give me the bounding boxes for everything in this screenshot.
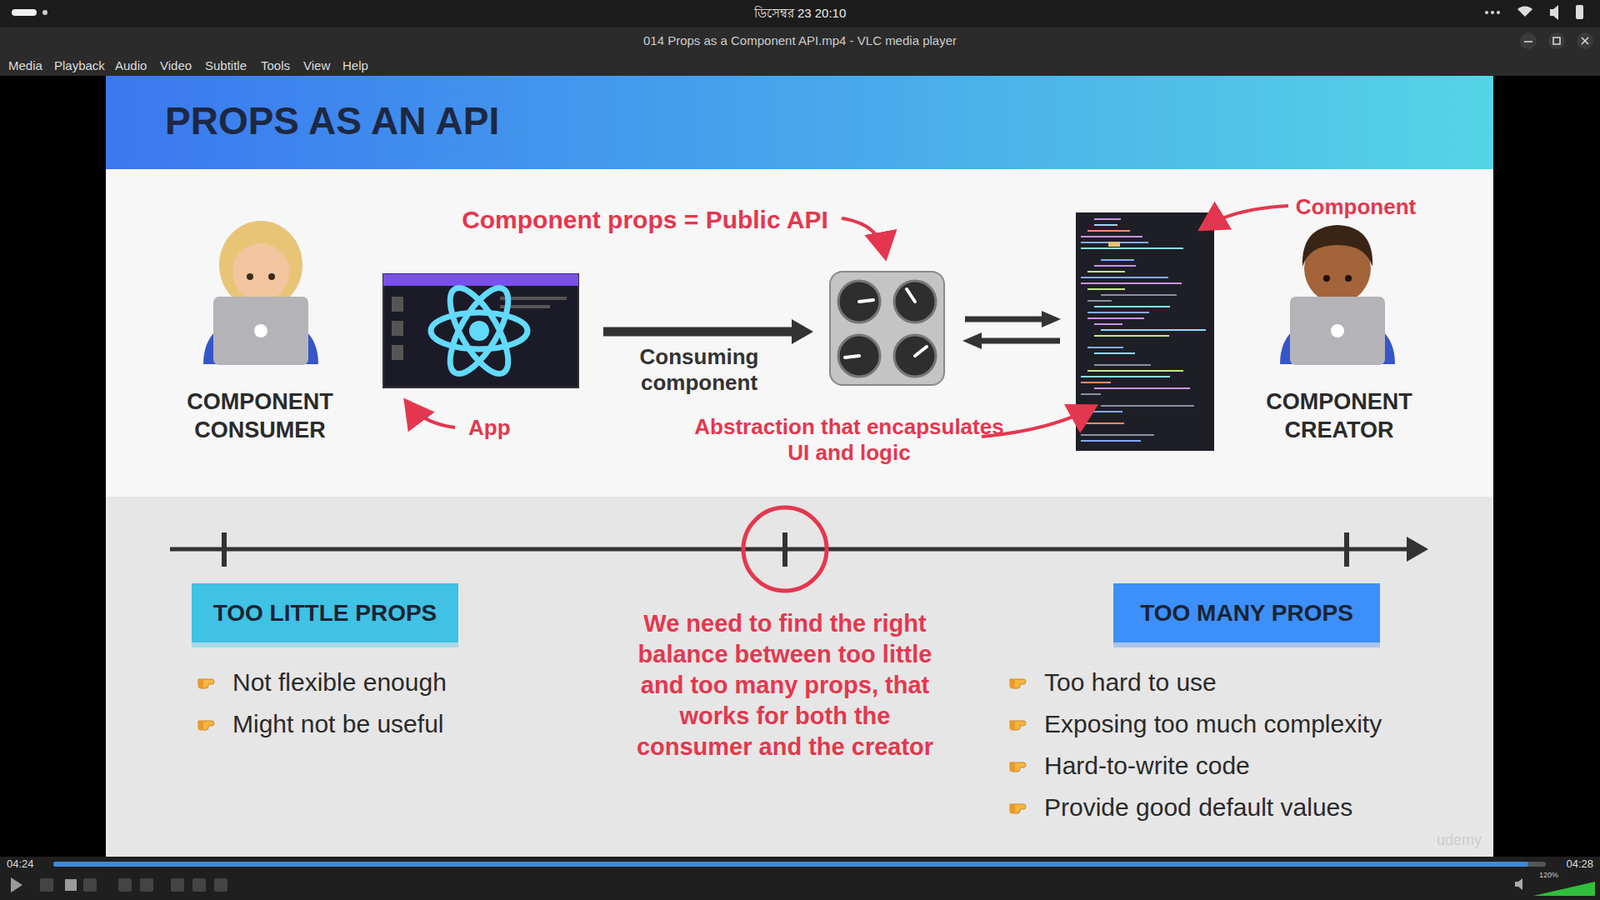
- top-bar: [0, 0, 1600, 28]
- code-line: [1080, 434, 1155, 436]
- props-scale: [170, 507, 1429, 591]
- bullet-text: Exposing too much complexity: [1044, 709, 1382, 740]
- code-line: [1094, 364, 1151, 366]
- code-line: [1080, 440, 1141, 442]
- code-line: [1087, 300, 1112, 302]
- code-line: [1100, 294, 1177, 296]
- code-line: [1080, 375, 1170, 378]
- title-bar: [0, 27, 1600, 76]
- code-line: [1087, 270, 1125, 273]
- code-line: [1100, 259, 1135, 261]
- window-title: 014 Props as a Component API.mp4 - VLC m…: [643, 33, 957, 49]
- code-line: [1087, 317, 1145, 320]
- code-line: [1080, 235, 1143, 238]
- code-line: [1094, 335, 1170, 337]
- menu-item: Video: [160, 58, 192, 74]
- menu-item: Help: [342, 58, 369, 74]
- balance-note: We need to find the right balance betwee…: [626, 608, 944, 764]
- code-panel: [1075, 212, 1215, 451]
- slide-lower: [105, 496, 1494, 857]
- callout-label: Component props = Public API: [461, 205, 829, 235]
- code-line: [1087, 346, 1124, 349]
- watermark: udemy: [1436, 831, 1482, 850]
- code-line: [1080, 276, 1169, 279]
- code-line: [1094, 387, 1190, 390]
- bullet-text: Provide good default values: [1044, 792, 1353, 823]
- window-controls: [1520, 32, 1594, 50]
- code-highlight: [1108, 241, 1120, 247]
- code-line: [1087, 370, 1184, 372]
- app-screenshot: [383, 274, 579, 388]
- menu-item: Subtitle: [205, 58, 247, 74]
- code-line: [1094, 305, 1170, 308]
- code-lines: [1080, 218, 1206, 442]
- control-bar: [0, 856, 1600, 900]
- callout-label: Abstraction that encapsulates UI and log…: [690, 414, 1008, 466]
- bullet-text: Not flexible enough: [232, 667, 447, 698]
- slide-title: PROPS AS AN API: [165, 98, 500, 145]
- slide-upper: [105, 169, 1494, 497]
- consumer-figure: [203, 220, 319, 365]
- props-box: TOO LITTLE PROPS: [191, 583, 459, 643]
- code-line: [1080, 393, 1101, 395]
- role-label: COMPONENT CREATOR: [1235, 388, 1444, 445]
- callout-label: App: [468, 415, 511, 441]
- menu-item: Media: [8, 58, 43, 74]
- menu-item: Playback: [54, 58, 105, 74]
- menu-item: View: [303, 58, 330, 74]
- tray-icons: [1485, 5, 1584, 20]
- volume-icon: [1515, 878, 1523, 890]
- code-line: [1100, 329, 1206, 331]
- code-line: [1094, 352, 1135, 355]
- activities-pill: [11, 9, 37, 16]
- code-line: [1087, 311, 1150, 314]
- arrow-label: Consuming component: [603, 344, 795, 396]
- box-label: TOO LITTLE PROPS: [213, 600, 438, 627]
- code-line: [1094, 323, 1123, 325]
- time-elapsed: 04:24: [6, 857, 35, 871]
- code-line: [1094, 224, 1118, 226]
- creator-figure: [1280, 225, 1395, 365]
- activities-dot: [42, 10, 48, 15]
- code-line: [1087, 230, 1130, 232]
- volume-level: 120%: [1539, 870, 1559, 880]
- time-total: 04:28: [1565, 857, 1594, 871]
- code-line: [1080, 422, 1125, 425]
- volume-ramp: [1533, 881, 1595, 896]
- code-line: [1080, 381, 1111, 384]
- slide-header: [105, 75, 1494, 170]
- menu-item: Audio: [115, 58, 147, 74]
- progress-fill: [53, 861, 1529, 867]
- role-label: COMPONENT CONSUMER: [147, 388, 373, 445]
- bullet-text: Too hard to use: [1044, 667, 1217, 698]
- clock: ডিসেম্বর 23 20:10: [754, 5, 847, 21]
- code-line: [1094, 218, 1121, 220]
- box-label: TOO MANY PROPS: [1140, 600, 1354, 627]
- bullet-text: Might not be useful: [232, 709, 445, 740]
- player-buttons: [10, 877, 228, 893]
- progress-track: [53, 861, 1546, 867]
- code-line: [1080, 282, 1182, 285]
- bullet-text: Hard-to-write code: [1044, 750, 1250, 781]
- code-line: [1087, 288, 1125, 290]
- callout-arrows: [407, 205, 1289, 437]
- code-line: [1080, 247, 1184, 250]
- knobs-panel: [830, 271, 945, 385]
- callout-label: Component: [1295, 194, 1416, 220]
- flow-arrows: [603, 310, 1061, 350]
- code-line: [1100, 405, 1195, 407]
- menu-item: Tools: [260, 58, 290, 74]
- code-line: [1094, 265, 1136, 267]
- props-box: TOO MANY PROPS: [1113, 583, 1380, 643]
